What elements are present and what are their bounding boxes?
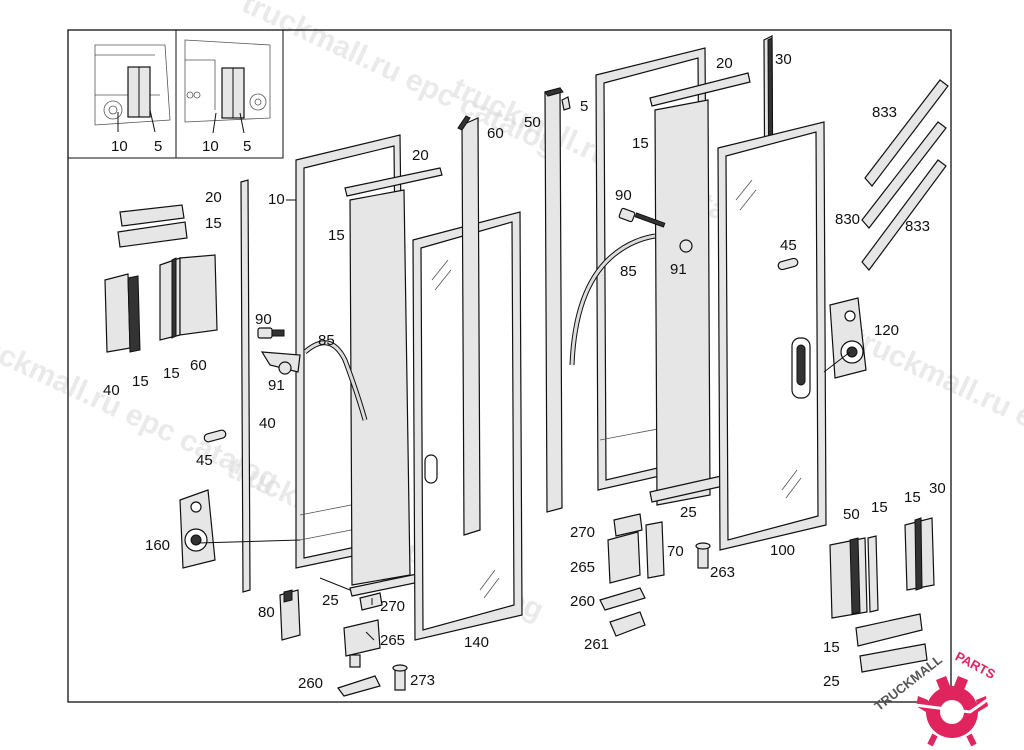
label: 90 — [615, 187, 632, 204]
label: 20 — [412, 147, 429, 164]
label: 45 — [196, 452, 213, 469]
strip-40 — [240, 179, 251, 593]
label: 60 — [487, 125, 504, 142]
lock-120 — [829, 297, 867, 379]
label: 265 — [570, 559, 595, 576]
label: 10 — [202, 138, 219, 155]
profile-20-small — [119, 204, 185, 227]
label: 5 — [154, 138, 162, 155]
lock-160 — [179, 489, 216, 569]
profile-20-right — [649, 72, 751, 107]
label: 30 — [775, 51, 792, 68]
label: 263 — [710, 564, 735, 581]
glass-panel-100 — [717, 121, 827, 551]
label: 15 — [205, 215, 222, 232]
label: 30 — [929, 480, 946, 497]
label: 5 — [243, 138, 251, 155]
label: 270 — [380, 598, 405, 615]
label: 100 — [770, 542, 795, 559]
right-door-assembly — [569, 35, 949, 637]
profile-15-30 — [904, 517, 935, 591]
watermark-text: truckmall.ru epc catalog — [847, 321, 1024, 497]
bottom-right-profiles — [829, 517, 935, 673]
inset-bus-right — [184, 39, 271, 134]
center-posts — [544, 87, 571, 513]
label: 260 — [298, 675, 323, 692]
label: 91 — [268, 377, 285, 394]
label: 15 — [163, 365, 180, 382]
label: 80 — [258, 604, 275, 621]
gear-icon — [914, 676, 991, 747]
label: 20 — [205, 189, 222, 206]
hinge-group-right — [599, 513, 711, 637]
hinge-group-left — [337, 592, 408, 697]
strip-60 — [461, 117, 481, 536]
left-loose-parts — [104, 204, 218, 353]
label: 60 — [190, 357, 207, 374]
label: 25 — [680, 504, 697, 521]
profile-20 — [344, 167, 443, 197]
label: 15 — [632, 135, 649, 152]
profile-15-small — [117, 221, 188, 248]
profile-15-60 — [159, 254, 218, 341]
left-door-assembly — [179, 115, 523, 697]
leaders-left — [197, 199, 375, 641]
pin-45 — [203, 429, 227, 443]
label: 10 — [111, 138, 128, 155]
profile-15-right — [654, 99, 711, 506]
label: 5 — [580, 98, 588, 115]
diagram-border — [67, 29, 952, 703]
label: 45 — [780, 237, 797, 254]
inset-panels — [68, 30, 284, 159]
callout-labels: 10 5 10 5 20 15 10 20 15 60 50 5 20 30 1… — [103, 51, 946, 692]
profile-50-15 — [829, 535, 879, 619]
profile-40-15 — [104, 273, 141, 353]
label: 140 — [464, 634, 489, 651]
label: 10 — [268, 191, 285, 208]
inset-bus-left — [94, 44, 171, 133]
pin-91 — [260, 351, 301, 375]
label: 15 — [871, 499, 888, 516]
post-50 — [544, 87, 563, 513]
label: 25 — [322, 592, 339, 609]
profile-25-bottom — [859, 643, 928, 673]
label: 15 — [132, 373, 149, 390]
label: 91 — [670, 261, 687, 278]
label: 15 — [904, 489, 921, 506]
profile-15 — [349, 189, 411, 586]
label: 15 — [823, 639, 840, 656]
label: 25 — [823, 673, 840, 690]
label: 160 — [145, 537, 170, 554]
label: 833 — [872, 104, 897, 121]
label: 833 — [905, 218, 930, 235]
label: 15 — [328, 227, 345, 244]
rails-833-830 — [861, 79, 949, 271]
label: 260 — [570, 593, 595, 610]
label: 265 — [380, 632, 405, 649]
post-5 — [561, 96, 571, 111]
label: 20 — [716, 55, 733, 72]
label: 270 — [570, 524, 595, 541]
label: 85 — [318, 332, 335, 349]
label: 50 — [524, 114, 541, 131]
label: 830 — [835, 211, 860, 228]
label: 273 — [410, 672, 435, 689]
label: 120 — [874, 322, 899, 339]
label: 261 — [584, 636, 609, 653]
label: 70 — [667, 543, 684, 560]
label: 50 — [843, 506, 860, 523]
label: 90 — [255, 311, 272, 328]
label: 85 — [620, 263, 637, 280]
pin-90 — [257, 327, 285, 339]
glass-panel-140 — [412, 211, 523, 641]
part-80 — [279, 589, 301, 641]
label: 40 — [103, 382, 120, 399]
profile-15-bottom — [855, 613, 923, 647]
label: 40 — [259, 415, 276, 432]
